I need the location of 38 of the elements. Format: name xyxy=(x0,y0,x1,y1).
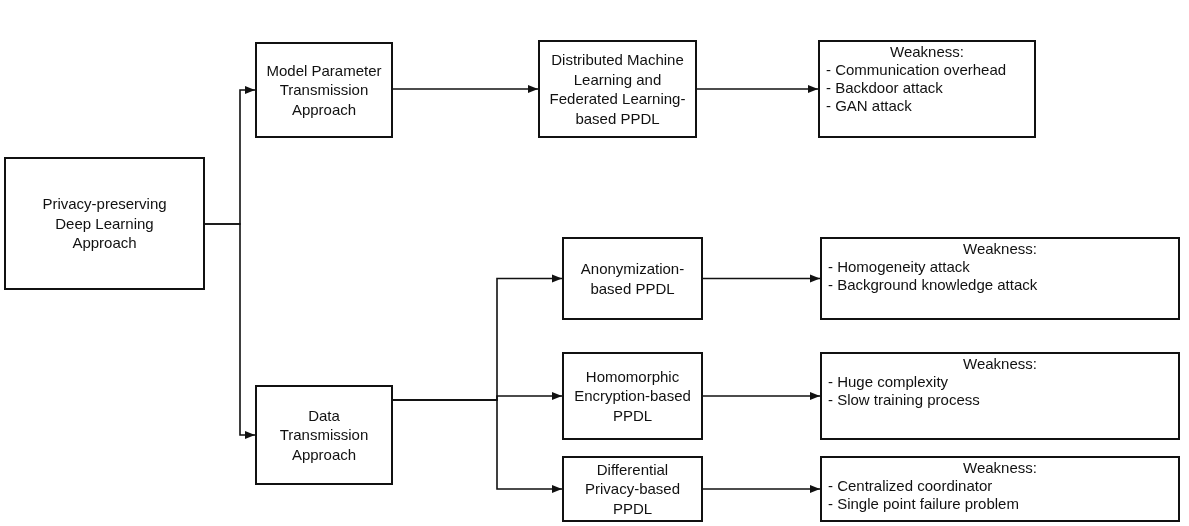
arrow xyxy=(702,485,821,493)
node-label: Differential Privacy-based PPDL xyxy=(583,459,681,519)
arrow xyxy=(392,85,539,93)
weakness-heading: Weakness: xyxy=(963,459,1037,477)
node-label: Anonymization-based PPDL xyxy=(579,259,686,298)
weakness-item: - Homogeneity attack xyxy=(828,258,971,276)
weakness-box xyxy=(820,352,1180,440)
node-label: Privacy-preserving Deep Learning Approach xyxy=(41,194,168,253)
process-box xyxy=(538,40,697,138)
arrow xyxy=(702,274,821,283)
weakness-heading: Weakness: xyxy=(963,240,1037,258)
weakness-box xyxy=(820,456,1180,522)
weakness-item: - Background knowledge attack xyxy=(828,276,1039,294)
node-label: Homomorphic Encryption-based PPDL xyxy=(573,366,692,426)
weakness-heading: Weakness: xyxy=(963,355,1037,373)
process-box xyxy=(562,352,703,440)
process-box xyxy=(562,456,703,522)
arrow xyxy=(696,85,819,93)
node-label: Distributed Machine Learning and Federated Learning-based PPDL xyxy=(548,50,687,128)
arrow xyxy=(702,392,821,400)
weakness-item: - Communication overhead xyxy=(826,61,1008,79)
weakness-box xyxy=(820,237,1180,320)
arrow xyxy=(204,223,256,439)
process-box xyxy=(4,157,205,290)
weakness-box xyxy=(818,40,1036,138)
weakness-item: - Huge complexity xyxy=(828,373,950,391)
process-box xyxy=(562,237,703,320)
weakness-item: - Centralized coordinator xyxy=(828,477,994,495)
weakness-item: - GAN attack xyxy=(826,97,913,115)
process-box xyxy=(255,385,393,485)
arrow xyxy=(392,399,563,493)
weakness-heading: Weakness: xyxy=(890,43,964,61)
weakness-item: - Backdoor attack xyxy=(826,79,944,97)
weakness-item: - Slow training process xyxy=(828,391,981,409)
node-label: Data Transmission Approach xyxy=(278,405,370,465)
process-box xyxy=(255,42,393,138)
weakness-item: - Single point failure problem xyxy=(828,495,1020,513)
node-label: Model Parameter Transmission Approach xyxy=(265,60,383,120)
